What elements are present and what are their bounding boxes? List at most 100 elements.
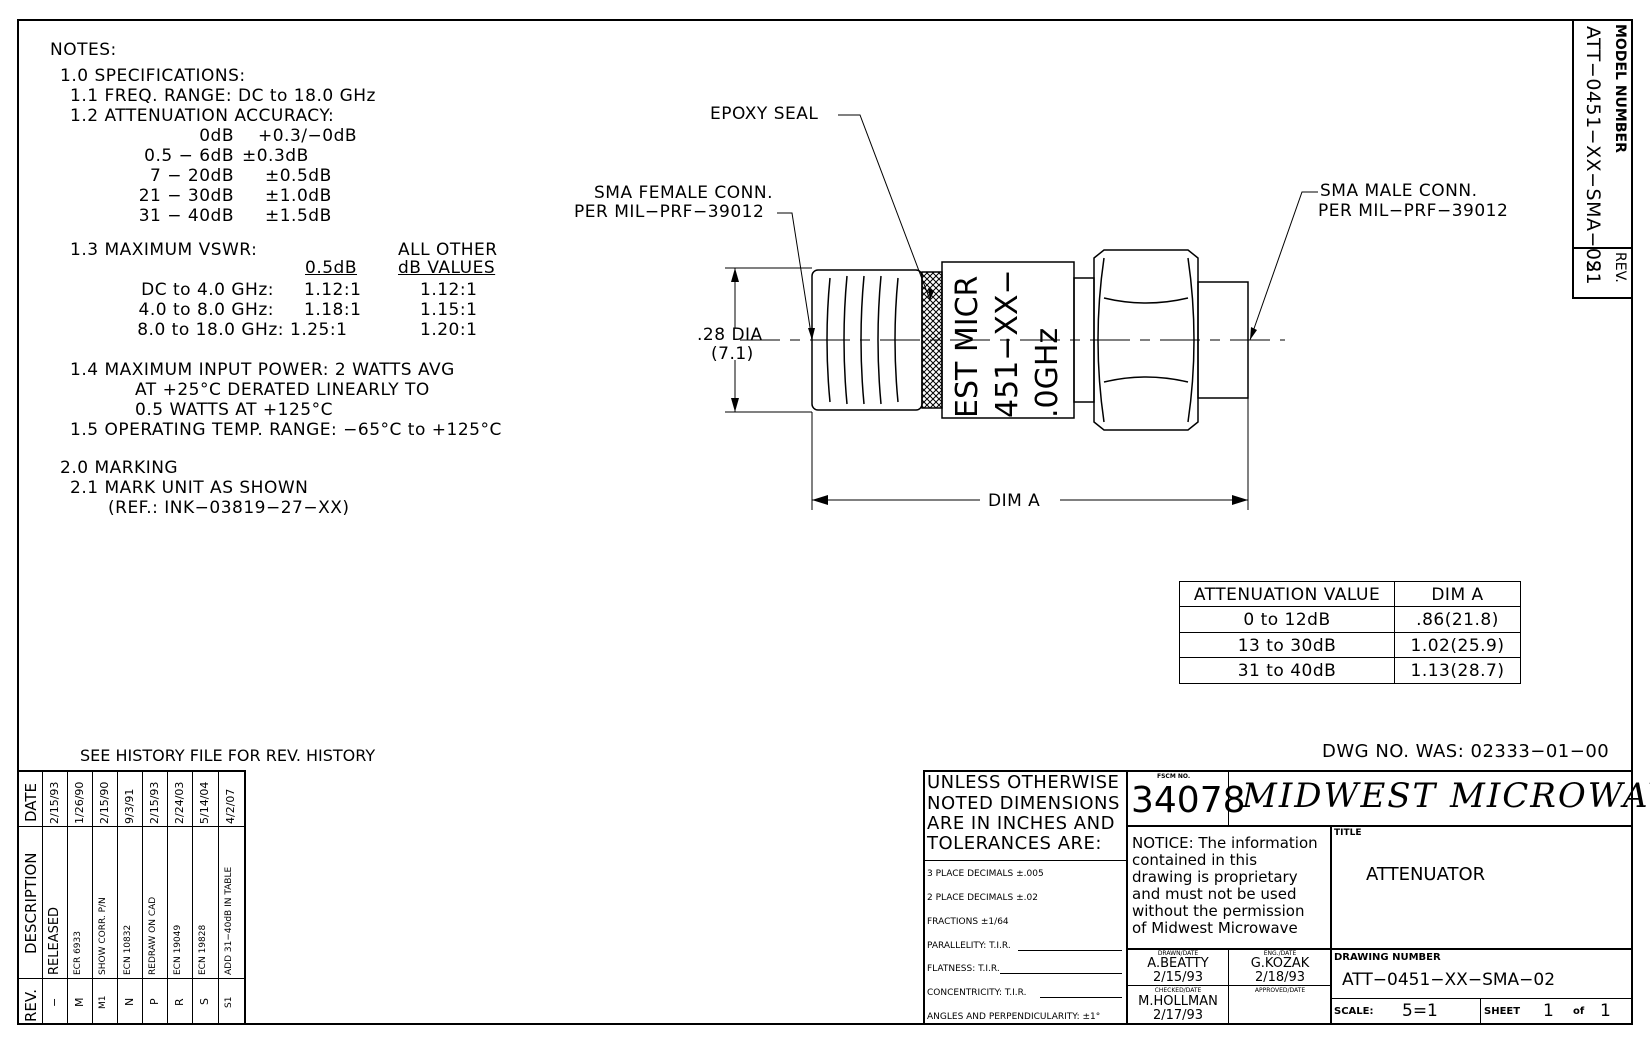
sheet-of-label: of: [1573, 1006, 1585, 1017]
drawn-name: A.BEATTY: [1147, 956, 1209, 971]
sma-male-label: SMA MALE CONN.: [1320, 181, 1478, 201]
drawn-date: 2/15/93: [1152, 970, 1204, 985]
vswr-col2-header: dB VALUES: [398, 258, 496, 278]
male-connector-tail: [1197, 281, 1249, 399]
tolerance-flatness: FLATNESS: T.I.R.: [927, 964, 1000, 974]
rev-description: ECN 19049: [173, 924, 183, 975]
eng-label: ENG./DATE: [1263, 950, 1297, 957]
body-marking-text: EST MICR 451−XX− .0GHz: [950, 269, 1065, 418]
drawing-frame: [17, 19, 1633, 1025]
vswr-col1-header: 0.5dB: [305, 258, 357, 278]
spec-heading: 1.0 SPECIFICATIONS:: [60, 66, 246, 86]
vswr-value: 1.25:1: [290, 320, 348, 340]
checked-date: 2/17/93: [1152, 1008, 1204, 1023]
male-leader: [1249, 191, 1318, 341]
rev-code: M1: [98, 995, 108, 1009]
tolerance-concentricity: CONCENTRICITY: T.I.R.: [927, 988, 1027, 998]
unless-otherwise-line: TOLERANCES ARE:: [927, 833, 1102, 854]
vswr-value: 1.20:1: [420, 320, 478, 340]
eng-name: G.KOZAK: [1250, 956, 1310, 971]
accuracy-range: 31 − 40dB: [138, 206, 234, 226]
notice-line: and must not be used: [1132, 885, 1297, 903]
rev-date: 2/15/93: [48, 781, 61, 824]
tolerance-angles: ANGLES AND PERPENDICULARITY: ±1°: [927, 1012, 1101, 1022]
power-line: 0.5 WATTS AT +125°C: [135, 400, 333, 420]
eng-date: 2/18/93: [1254, 970, 1306, 985]
male-hex-nut: [1093, 249, 1199, 431]
rev-code: M: [73, 997, 86, 1007]
checked-name: M.HOLLMAN: [1138, 994, 1218, 1009]
rev-code: R: [173, 998, 186, 1006]
sma-female-label: SMA FEMALE CONN.: [594, 183, 774, 203]
scale-value: 5=1: [1402, 1001, 1438, 1021]
notice-line: without the permission: [1132, 902, 1305, 920]
dia-label: .28 DIA: [697, 325, 763, 345]
model-number-label: MODEL NUMBER: [1612, 24, 1628, 153]
model-number-value: ATT−0451−XX−SMA−02: [1582, 26, 1604, 274]
sma-female-spec: PER MIL−PRF−39012: [574, 202, 765, 222]
vswr-value: 1.15:1: [420, 300, 478, 320]
title-label: TITLE: [1334, 828, 1362, 838]
epoxy-leader: [838, 114, 931, 301]
rev-description: SHOW CORR. P/N: [98, 897, 108, 975]
rev-date: 4/2/07: [224, 788, 237, 824]
rev-table-date-label: DATE: [22, 782, 40, 822]
vswr-value: 1.12:1: [420, 280, 478, 300]
temp-range: 1.5 OPERATING TEMP. RANGE: −65°C to +125…: [70, 420, 502, 440]
rev-value: S1: [1582, 260, 1604, 286]
fscm-label: FSCM NO.: [1157, 773, 1191, 780]
female-leader: [777, 212, 813, 341]
accuracy-tolerance: ±1.0dB: [265, 186, 332, 206]
rev-code: −: [48, 997, 61, 1007]
unless-otherwise-line: ARE IN INCHES AND: [927, 813, 1115, 834]
rev-date: 9/3/91: [123, 788, 136, 824]
sheet-number: 1: [1543, 1001, 1554, 1021]
rev-label: REV.: [1612, 252, 1628, 283]
table-cell: .86(21.8): [1416, 610, 1499, 630]
fscm-number: 34078: [1131, 780, 1246, 821]
body-marking-line: EST MICR: [950, 276, 985, 418]
tolerance-3place: 3 PLACE DECIMALS ±.005: [927, 869, 1044, 879]
power-line: AT +25°C DERATED LINEARLY TO: [135, 380, 430, 400]
checked-label: CHECKED/DATE: [1154, 987, 1202, 994]
rev-date: 2/24/03: [173, 781, 186, 824]
rev-code: N: [123, 997, 136, 1007]
rev-date: 5/14/04: [198, 781, 211, 824]
accuracy-range: 21 − 30dB: [138, 186, 234, 206]
sma-male-spec: PER MIL−PRF−39012: [1318, 201, 1509, 221]
body-marking-line: .0GHz: [1030, 328, 1065, 418]
body-marking-line: 451−XX−: [990, 269, 1025, 418]
tolerance-fractions: FRACTIONS ±1/64: [927, 917, 1009, 927]
table-header: ATTENUATION VALUE: [1193, 585, 1381, 605]
marking-line: 2.1 MARK UNIT AS SHOWN: [70, 478, 309, 498]
sheet-total: 1: [1600, 1001, 1611, 1021]
marking-line: (REF.: INK−03819−27−XX): [108, 498, 350, 518]
notice-line: of Midwest Microwave: [1132, 919, 1298, 937]
rev-description: ADD 31−40dB IN TABLE: [224, 866, 234, 975]
rev-table-description-label: DESCRIPTION: [22, 852, 40, 954]
marking-heading: 2.0 MARKING: [60, 458, 179, 478]
scale-label: SCALE:: [1334, 1006, 1374, 1017]
dwg-was: DWG NO. WAS: 02333−01−00: [1322, 741, 1610, 762]
notes-heading: NOTES:: [50, 40, 117, 60]
rev-code: P: [148, 998, 161, 1006]
rev-code: S1: [224, 996, 234, 1008]
rev-description: ECN 10832: [123, 924, 133, 975]
accuracy-range: 7 − 20dB: [150, 166, 234, 186]
drawn-label: DRAWN/DATE: [1157, 950, 1199, 957]
vswr-value: 1.12:1: [304, 280, 362, 300]
vswr-col2-header: ALL OTHER: [398, 240, 498, 260]
history-note: SEE HISTORY FILE FOR REV. HISTORY: [80, 746, 376, 765]
sheet-label: SHEET: [1484, 1006, 1521, 1017]
accuracy-heading: 1.2 ATTENUATION ACCURACY:: [70, 106, 335, 126]
female-threads: [826, 275, 899, 405]
rev-code: S: [198, 998, 211, 1006]
unless-otherwise-line: NOTED DIMENSIONS: [927, 793, 1120, 814]
table-header: DIM A: [1431, 585, 1484, 605]
approved-label: APPROVED/DATE: [1254, 987, 1306, 994]
accuracy-tolerance: ±0.5dB: [265, 166, 332, 186]
table-cell: 1.02(25.9): [1410, 636, 1505, 656]
notice-line: NOTICE: The information: [1132, 834, 1318, 852]
rev-description: REDRAW ON CAD: [148, 896, 158, 975]
